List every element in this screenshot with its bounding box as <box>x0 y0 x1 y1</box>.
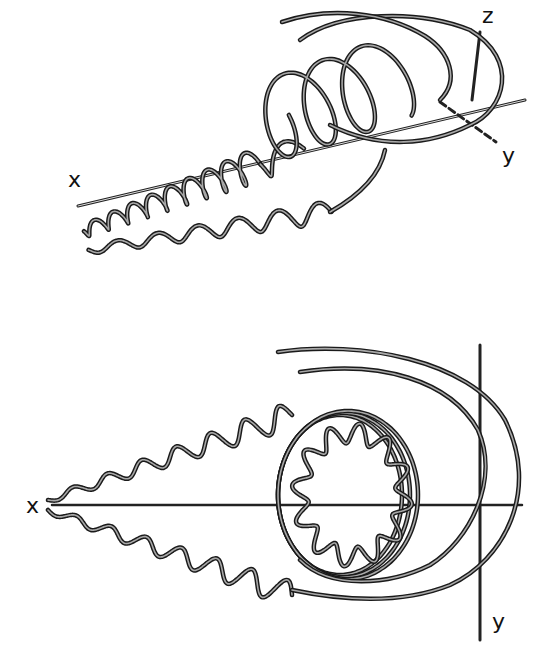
ribbon-outline <box>292 424 412 567</box>
ribbon-outline <box>300 369 485 582</box>
axis-label: y <box>500 144 517 168</box>
ribbon-outline <box>89 203 332 253</box>
axis-label: x <box>66 168 83 192</box>
ribbon-face <box>278 349 519 599</box>
ribbon-outline <box>48 406 292 501</box>
ribbon-outline <box>300 16 502 142</box>
ribbon-face <box>48 406 292 501</box>
loop-ribbon <box>282 13 451 100</box>
ribbon-face <box>300 16 502 142</box>
ring-ribbon <box>278 411 418 579</box>
ribbon-face <box>48 510 292 597</box>
loop-ribbon <box>330 150 385 212</box>
ribbon-outline <box>330 150 385 212</box>
x-axis-highlight <box>78 100 525 206</box>
ribbon-outline <box>84 153 260 236</box>
axis-label: y <box>490 610 507 634</box>
ribbon-face <box>300 369 485 582</box>
x-axis <box>52 504 522 507</box>
x-axis <box>78 100 525 206</box>
ribbon-outline <box>282 13 451 100</box>
zigzag-ribbon <box>292 424 412 567</box>
ribbon-face <box>84 153 260 236</box>
loop-ribbon <box>300 369 485 582</box>
ribbon-face <box>282 13 451 100</box>
ribbon-face <box>278 411 418 579</box>
ribbon-face <box>292 424 412 567</box>
ribbon-outline <box>48 510 292 597</box>
tail-ribbon <box>48 406 292 501</box>
z-axis <box>472 32 480 100</box>
axis-label: x <box>24 494 41 518</box>
tail-ribbon <box>48 510 292 597</box>
loop-ribbon <box>278 349 519 599</box>
ribbon-outline <box>278 349 519 599</box>
ribbon-face <box>89 203 332 253</box>
axis-label: z <box>480 4 496 28</box>
wave-ribbon <box>89 203 332 253</box>
loop-ribbon <box>300 16 502 142</box>
ribbon-face <box>330 150 385 212</box>
ribbon-outline <box>278 411 418 579</box>
helix-ribbon <box>84 153 260 236</box>
